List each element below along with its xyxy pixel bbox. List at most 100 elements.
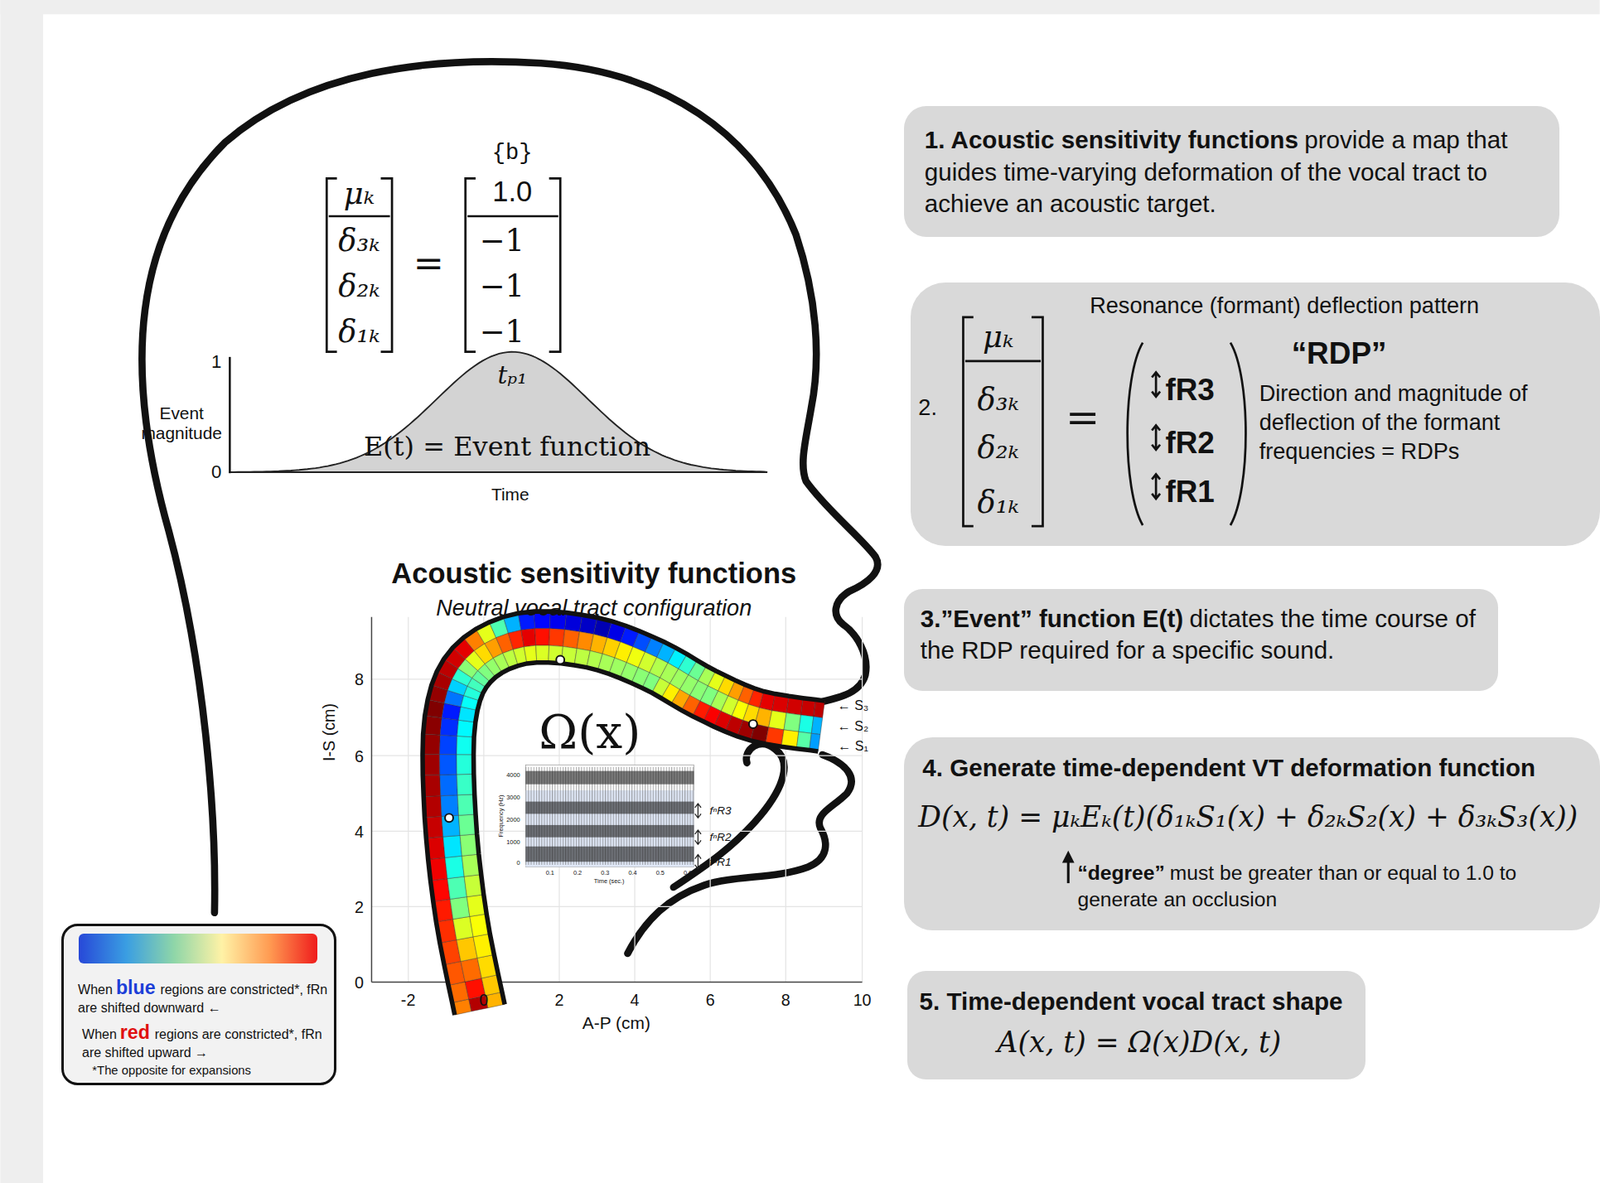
text-block: δ₁ₖ bbox=[976, 483, 1027, 523]
node-text: δ₃ₖ bbox=[976, 381, 1019, 418]
info-box: 3.”Event” function E(t)dictates the time… bbox=[903, 589, 1499, 692]
label: E(t) = Event function bbox=[363, 431, 651, 463]
label: 10 bbox=[853, 990, 872, 1011]
text-block: = bbox=[1065, 391, 1111, 445]
info-box: 5. Time-dependent vocal tract shapeA(x, … bbox=[907, 971, 1366, 1080]
label: 1.0 bbox=[492, 175, 532, 209]
text-block: 5. Time-dependent vocal tract shape bbox=[919, 986, 1349, 1018]
label: 0.2 bbox=[573, 870, 582, 878]
label: 8 bbox=[781, 990, 791, 1011]
label: −1 bbox=[479, 269, 525, 305]
info-box: Resonance (formant) deflection pattern 2.… bbox=[910, 282, 1600, 547]
node-text: blue bbox=[116, 976, 156, 999]
text-block: 4. Generate time-dependent VT deformatio… bbox=[922, 752, 1542, 784]
text-block: 1. Acoustic sensitivity functionsprovide… bbox=[924, 124, 1550, 220]
label: 0.4 bbox=[628, 870, 637, 878]
info-box: 4. Generate time-dependent VT deformatio… bbox=[903, 737, 1600, 931]
text-block: fR2 bbox=[1164, 423, 1223, 464]
label: fⁿR2 bbox=[709, 831, 731, 845]
label: 6 bbox=[705, 990, 716, 1011]
label: ← S₁ bbox=[837, 739, 869, 755]
label: = bbox=[413, 241, 445, 285]
node-text: “RDP” bbox=[1291, 336, 1388, 371]
node-text: red bbox=[120, 1021, 150, 1044]
label: −1 bbox=[479, 222, 525, 258]
label: 2 bbox=[354, 897, 364, 917]
node-text: fR1 bbox=[1164, 474, 1214, 509]
text-block: Direction and magnitude of deflection of… bbox=[1259, 378, 1589, 467]
label: 0 bbox=[478, 990, 489, 1011]
node-text: *The opposite for expansions bbox=[91, 1063, 252, 1078]
label: fⁿR3 bbox=[709, 804, 731, 818]
info-box: 1. Acoustic sensitivity functionsprovide… bbox=[903, 106, 1560, 237]
label: δ₁ₖ bbox=[338, 314, 380, 350]
text-block: D(x, t) = μₖEₖ(t)(δ₁ₖS₁(x) + δ₂ₖS₂(x) + … bbox=[918, 798, 1586, 837]
label: 2000 bbox=[506, 816, 520, 825]
label: Time (sec.) bbox=[594, 878, 625, 886]
node-text: fR2 bbox=[1164, 425, 1214, 460]
label: Ω(x) bbox=[538, 705, 641, 760]
node-text: D(x, t) = μₖEₖ(t)(δ₁ₖS₁(x) + δ₂ₖS₂(x) + … bbox=[918, 800, 1578, 834]
text-block: 2. bbox=[918, 392, 943, 422]
label: Frequency (Hz) bbox=[497, 795, 505, 838]
label: 4000 bbox=[506, 772, 520, 780]
label: ← S₂ bbox=[837, 719, 869, 735]
label: μₖ bbox=[343, 176, 375, 212]
text-block: Resonance (formant) deflection pattern bbox=[1089, 290, 1485, 320]
node-text: 5. Time-dependent vocal tract shape bbox=[919, 987, 1344, 1016]
label: 0.6 bbox=[683, 870, 692, 878]
label: 0.5 bbox=[656, 870, 665, 878]
label: Time bbox=[491, 484, 530, 505]
label: 0.1 bbox=[546, 870, 555, 878]
label: 1000 bbox=[506, 839, 520, 847]
label: 1 bbox=[211, 351, 222, 373]
label: 8 bbox=[354, 670, 364, 690]
text-block: fR1 bbox=[1164, 472, 1223, 513]
label: 6 bbox=[354, 746, 364, 766]
node-text: 1. Acoustic sensitivity functions bbox=[924, 125, 1299, 154]
node-text: δ₂ₖ bbox=[976, 430, 1019, 466]
text-block: *The opposite for expansions bbox=[91, 1063, 334, 1079]
label: 0.3 bbox=[600, 870, 610, 878]
label: 0 bbox=[354, 973, 364, 993]
label: 4 bbox=[630, 990, 640, 1011]
label: A-P (cm) bbox=[582, 1013, 651, 1034]
label: tₚ₁ bbox=[497, 361, 527, 390]
label: ← S₃ bbox=[837, 698, 870, 714]
label: fⁿR1 bbox=[709, 855, 731, 870]
node-text: Resonance (formant) deflection pattern bbox=[1089, 292, 1480, 319]
text-block: A(x, t) = Ω(x)D(x, t) bbox=[997, 1024, 1289, 1062]
label: 0 bbox=[211, 461, 222, 484]
label: δ₃ₖ bbox=[338, 222, 380, 258]
label: 2 bbox=[554, 990, 564, 1011]
node-text: 3.”Event” function E(t) bbox=[920, 604, 1184, 633]
node-text: Direction and magnitude of deflection of… bbox=[1259, 380, 1528, 465]
label: {b} bbox=[492, 140, 533, 166]
node-text: μₖ bbox=[982, 319, 1014, 355]
label: Acoustic sensitivity functions bbox=[391, 557, 797, 591]
node-text: δ₁ₖ bbox=[976, 484, 1019, 521]
node-text: A(x, t) = Ω(x)D(x, t) bbox=[997, 1025, 1282, 1059]
text-block: “RDP” bbox=[1291, 333, 1395, 374]
label: I-S (cm) bbox=[319, 703, 339, 762]
node-text: 2. bbox=[918, 394, 938, 421]
node-text: regions are constricted*, fRn are shifte… bbox=[77, 982, 328, 1016]
label: Event magnitude bbox=[135, 403, 229, 444]
node-text: When bbox=[82, 1027, 117, 1042]
label: 4 bbox=[354, 821, 364, 842]
label: −1 bbox=[479, 314, 525, 350]
node-text: When bbox=[77, 982, 113, 997]
label: 0 bbox=[517, 860, 521, 868]
text-block: Whenblueregions are constricted*, fRn ar… bbox=[77, 975, 338, 1018]
label: δ₂ₖ bbox=[338, 269, 380, 305]
text-block: μₖ bbox=[982, 317, 1022, 358]
text-block: 3.”Event” function E(t)dictates the time… bbox=[920, 603, 1489, 668]
label: -2 bbox=[401, 990, 416, 1011]
node-text: = bbox=[1065, 393, 1100, 442]
label: 3000 bbox=[506, 794, 520, 803]
node-text: regions are constricted*, fRn are shifte… bbox=[82, 1027, 323, 1060]
label: Neutral vocal tract configuration bbox=[435, 594, 752, 621]
node-text: fR3 bbox=[1164, 372, 1214, 407]
text-block: δ₂ₖ bbox=[976, 428, 1027, 469]
